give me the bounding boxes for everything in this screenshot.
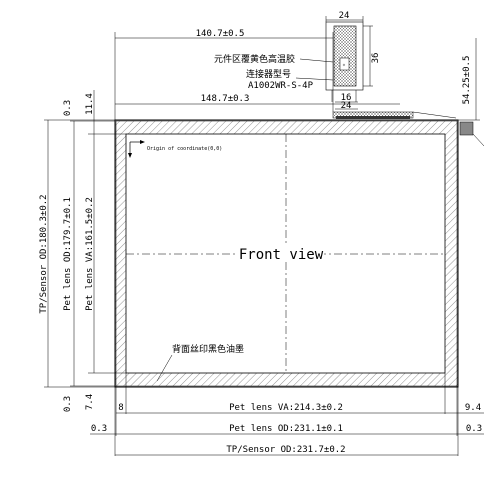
od-edge [115, 120, 458, 387]
front-view-label: Front view [239, 247, 324, 263]
va-edge [125, 133, 446, 374]
dim-pet-va-horizontal: Pet lens VA:214.3±0.2 [229, 403, 343, 413]
bottom-dimensions [90, 373, 484, 456]
dim-bottom-03-left: 0.3 [91, 424, 107, 434]
dim-tp-od-horizontal: TP/Sensor OD:231.7±0.2 [226, 445, 345, 455]
svg-text:◇: ◇ [343, 62, 346, 67]
left-dimensions [44, 90, 126, 388]
dim-left-03-top: 0.3 [63, 100, 73, 116]
dim-conn-24-bottom: 24 [341, 101, 352, 111]
ink-leader [156, 354, 173, 382]
outer-edge [114, 119, 459, 388]
dim-right-94: 9.4 [465, 403, 481, 413]
dim-54: 54.25±0.5 [462, 56, 472, 105]
dim-conn-36: 36 [371, 53, 381, 64]
connector-strip [332, 111, 457, 119]
dim-148: 148.7±0.3 [201, 94, 250, 104]
dim-bottom-8: 8 [118, 403, 123, 413]
dim-bottom-03-right: 0.3 [466, 424, 482, 434]
ink-note: 背面丝印黑色油墨 [172, 343, 244, 355]
connector-component: ◇ [325, 21, 364, 102]
connector-model: A1002WR-S-4P [248, 81, 314, 91]
dim-conn-16: 16 [341, 93, 352, 103]
dim-left-74: 7.4 [85, 394, 95, 410]
top-dimensions [114, 16, 480, 121]
dim-left-114: 11.4 [85, 93, 95, 115]
corner-component [459, 121, 474, 136]
dim-140: 140.7±0.5 [196, 29, 245, 39]
tape-note: 元件区覆黄色高温胶 [214, 53, 295, 65]
dim-pet-od-horizontal: Pet lens OD:231.1±0.1 [229, 424, 343, 434]
connector-title: 连接器型号 [246, 68, 291, 80]
origin-marker [128, 140, 145, 158]
dim-tp-od-vertical: TP/Sensor OD:180.3±0.2 [39, 194, 49, 313]
dim-pet-va-vertical: Pet lens VA:161.5±0.2 [85, 197, 95, 311]
origin-label: Origin of coordinate(0,0) [147, 146, 222, 152]
dim-conn-24-top: 24 [339, 11, 350, 21]
dim-pet-od-vertical: Pet lens OD:179.7±0.1 [63, 197, 73, 311]
dim-left-03-bottom: 0.3 [63, 396, 73, 412]
